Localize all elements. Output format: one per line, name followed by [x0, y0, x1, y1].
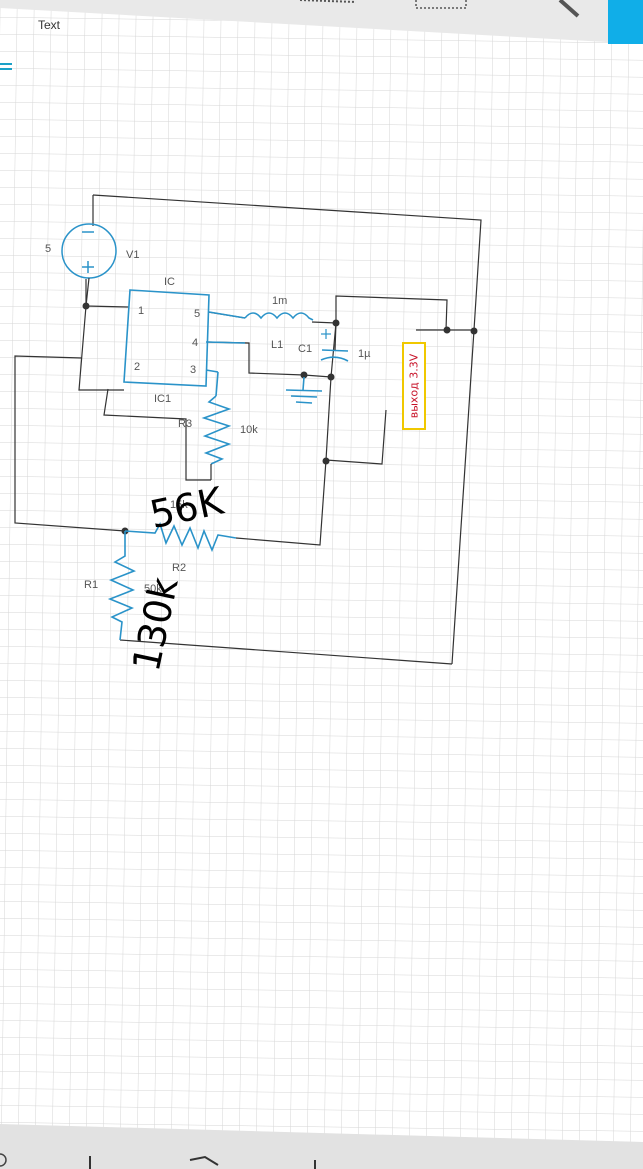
- r3-name: R3: [178, 418, 192, 430]
- capacitor-value: 1µ: [358, 348, 371, 360]
- ic-pin-1: 1: [138, 305, 144, 317]
- ic-name: IC: [164, 276, 175, 288]
- resistor-r1[interactable]: [107, 531, 137, 641]
- ic-pin-2: 2: [134, 361, 140, 373]
- inductor-l1[interactable]: [244, 312, 314, 321]
- zoom-icon[interactable]: [558, 0, 580, 18]
- junctions: [82, 302, 478, 535]
- r1-name: R1: [84, 579, 98, 591]
- ground-symbol: [285, 376, 323, 404]
- marquee-tool-icon[interactable]: [415, 0, 467, 9]
- r1-value: 50k: [144, 583, 162, 595]
- ic-ref: IC1: [154, 393, 171, 405]
- v1-name: V1: [126, 249, 139, 261]
- r2-name: R2: [172, 562, 186, 574]
- r3-value: 10k: [240, 424, 258, 436]
- v1-value: 5: [45, 243, 51, 255]
- component-labels: 5 V1 IC IC1 1 5 4 2 3 1m L1 C1 1µ R3 10k…: [45, 243, 371, 595]
- ic-pin-5: 5: [194, 308, 200, 320]
- bottom-toolbar: [0, 1124, 643, 1169]
- resistor-r2[interactable]: [124, 521, 237, 553]
- capacitor-c1[interactable]: [320, 322, 349, 362]
- ic1-chip[interactable]: [123, 289, 246, 397]
- output-net-label[interactable]: выход 3.3V: [402, 342, 426, 430]
- menu-icon[interactable]: [0, 60, 14, 80]
- ic-pin-4: 4: [192, 337, 198, 349]
- top-toolbar: [0, 0, 643, 44]
- side-panel-tab[interactable]: [608, 0, 643, 44]
- select-tool-icon[interactable]: [299, 0, 357, 3]
- ic-pin-3: 3: [190, 364, 196, 376]
- output-net-label-text: выход 3.3V: [407, 353, 421, 419]
- inductor-value: 1m: [272, 295, 287, 307]
- capacitor-name: C1: [298, 343, 312, 355]
- resistor-r3[interactable]: [201, 395, 232, 480]
- text-tool-button[interactable]: Text: [38, 18, 61, 32]
- inductor-name: L1: [271, 339, 283, 351]
- r2-value: 15k: [170, 499, 188, 511]
- bottom-tool-icons[interactable]: [0, 1153, 316, 1169]
- voltage-source-v1[interactable]: [61, 223, 117, 307]
